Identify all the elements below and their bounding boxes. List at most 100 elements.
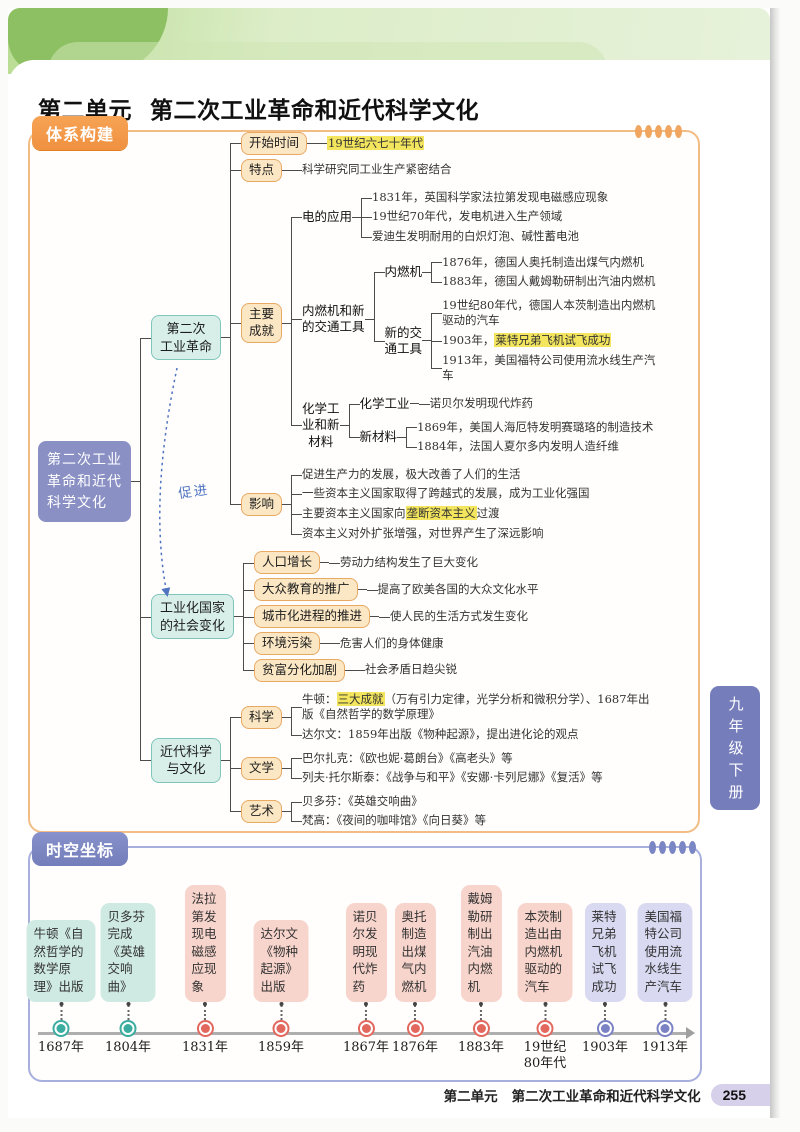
mindmap-subtree: 工业化国家 的社会变化人口增长 劳动力结构发生了巨大变化大众教育的推广提高了欧美各… (151, 549, 539, 683)
timeline-dot (121, 1022, 135, 1035)
timeline-year-label: 1687年 (37, 1040, 85, 1055)
timeline-dot (274, 1022, 288, 1035)
timeline-section-badge: 时空坐标 (32, 832, 129, 866)
grade-volume-tab[interactable]: 九年级下册 (710, 686, 760, 810)
mindmap-branch-node: 工业化国家 的社会变化 (151, 593, 235, 640)
mindmap-node-row: 牛顿：三大成就（万有引力定律，光学分析和微积分学）、1687年出版《自然哲学的数… (291, 690, 654, 726)
text-part: 资本主义对外扩张增强，对世界产生了深远影响 (302, 525, 544, 540)
timeline-year-label: 1913年 (641, 1040, 689, 1055)
timeline-dot (54, 1022, 68, 1035)
mindmap-leaf-text: 1831年，英国科学家法拉第发现电磁感应现象 (372, 190, 608, 206)
timeline-stem (543, 1002, 547, 1020)
mindmap-node-row: 资本主义对外扩张增强，对世界产生了深远影响 (291, 523, 590, 544)
mindmap-topic-node: 人口增长 (254, 551, 321, 575)
timeline-stem (59, 1002, 63, 1020)
timeline-event-box: 贝多芬完成《英雄交响曲》 (100, 902, 156, 1002)
mindmap-node-row: 化学工业 诺贝尔发明现代炸药 (348, 392, 654, 416)
mindmap-branch-node: 近代科学 与文化 (151, 737, 222, 783)
connector-line (397, 436, 407, 438)
promote-label: 促进 (177, 481, 211, 503)
text-part: 1876年，德国人奥托制造出煤气内燃机 (442, 254, 644, 269)
timeline-event: 美国福特公司使用流水线生产汽车 1913年 (637, 902, 693, 1075)
timeline-event-box: 法拉第发现电磁感应现象 (184, 885, 226, 1002)
timeline-event-box: 达尔文《物种起源》出版 (253, 920, 309, 1002)
timeline-dot (538, 1022, 552, 1035)
text-part: 一些资本主义国家取得了跨越式的发展，成为工业化强国 (302, 486, 590, 501)
text-part: （万有引力定律，光学分析和微积分学）、1687年出版《自然哲学的数学原理》 (302, 691, 650, 722)
mindmap-node-row: 梵高：《夜间的咖啡馆》《向日葵》等 (291, 811, 486, 831)
mindmap-leaf-text: 主要资本主义国家向垄断资本主义过渡 (302, 506, 500, 522)
mindmap-node-row: 爱迪生发明耐用的白炽灯泡、碱性蓄电池 (361, 226, 608, 247)
mindmap-node-row: 使人民的生活方式发生变化 (379, 607, 528, 627)
timeline-stem (413, 1002, 417, 1020)
mindmap-children: 危害人们的身体健康 (329, 634, 444, 654)
mindmap-leaf-text: 爱迪生发明耐用的白炽灯泡、碱性蓄电池 (372, 229, 579, 245)
mindmap-subtree: 特点科学研究同工业生产紧密结合 (241, 158, 452, 182)
mindmap-children: 巴尔扎克：《欧也妮·葛朗台》《高老头》等列夫·托尔斯泰：《战争与和平》《安娜·卡… (291, 749, 603, 788)
mindmap-subtree: 化学工业 诺贝尔发明现代炸药 (360, 394, 534, 414)
mindmap-topic-node: 主要 成就 (241, 303, 283, 344)
mindmap-children: 19世纪六七十年代 (316, 134, 425, 154)
timeline-dot (658, 1022, 672, 1035)
book-page: 第二单元第二次工业革命和近代科学文化 体系构建 第二次工业 革命和近代 科学文化… (8, 8, 770, 1118)
mindmap-root-node: 第二次工业 革命和近代 科学文化 (38, 440, 131, 523)
mindmap-subtree: 大众教育的推广提高了欧美各国的大众文化水平 (254, 578, 539, 602)
mindmap-group-label: 化学工业 (359, 396, 410, 411)
mindmap-node-row: 诺贝尔发明现代炸药 (418, 394, 534, 414)
mindmap-topic-node: 艺术 (241, 800, 283, 823)
mindmap-topic-node: 城市化进程的推进 (254, 605, 371, 628)
mindmap-node-row: 科学研究同工业生产紧密结合 (291, 160, 452, 180)
timeline-dot (198, 1022, 212, 1035)
timeline-stem (279, 1002, 283, 1020)
timeline-event-box: 美国福特公司使用流水线生产汽车 (637, 902, 693, 1002)
footer-title: 第二次工业革命和近代科学文化 (511, 1089, 701, 1104)
timeline-event-box: 戴姆勒研制出汽油内燃机 (460, 885, 502, 1002)
text-part: 劳动力结构发生了巨大变化 (340, 554, 479, 569)
mindmap-node-row: 主要资本主义国家向垄断资本主义过渡 (291, 504, 590, 524)
connector-line (370, 616, 380, 617)
mindmap-node-row: 巴尔扎克：《欧也妮·葛朗台》《高老头》等 (291, 749, 603, 769)
mindmap-node-row: 19世纪80年代，德国人本茨制造出内燃机驱动的汽车 (431, 296, 660, 332)
timeline-stem (203, 1002, 207, 1020)
mindmap-node-row: 提高了欧美各国的大众文化水平 (366, 580, 539, 600)
mindmap-topic-node: 文学 (241, 756, 283, 780)
text-part: 1913年，美国福特公司使用流水线生产汽车 (442, 352, 656, 383)
mindmap-leaf-text: 列夫·托尔斯泰：《战争与和平》《安娜·卡列尼娜》《复活》等 (302, 770, 603, 786)
text-part: 牛顿： (302, 691, 337, 706)
connector-line (422, 271, 432, 273)
mindmap-group-label: 内燃机和新 的交通工具 (302, 304, 365, 335)
mindmap-leaf-text: 19世纪80年代，德国人本茨制造出内燃机驱动的汽车 (442, 298, 660, 329)
mindmap-node-row: 促进生产力的发展，极大改善了人们的生活 (291, 465, 590, 485)
mindmap-node-row: 人口增长 劳动力结构发生了巨大变化 (243, 549, 539, 577)
timeline-dot (359, 1022, 373, 1035)
mindmap-node-row: 劳动力结构发生了巨大变化 (329, 553, 478, 573)
connector-line (131, 481, 140, 482)
promote-arrow (159, 367, 178, 597)
mindmap-children: 诺贝尔发明现代炸药 (418, 394, 534, 414)
connector-line (282, 767, 292, 769)
text-part: 1884年，法国人夏尔多内发明人造纤维 (417, 439, 619, 454)
mindmap-leaf-text: 诺贝尔发明现代炸药 (430, 396, 534, 412)
unit-title: 第二次工业革命和近代科学文化 (150, 97, 479, 124)
mindmap-children: 贝多芬：《英雄交响曲》梵高：《夜间的咖啡馆》《向日葵》等 (291, 792, 486, 831)
timeline-stem (126, 1002, 130, 1020)
timeline-dot (474, 1022, 488, 1035)
